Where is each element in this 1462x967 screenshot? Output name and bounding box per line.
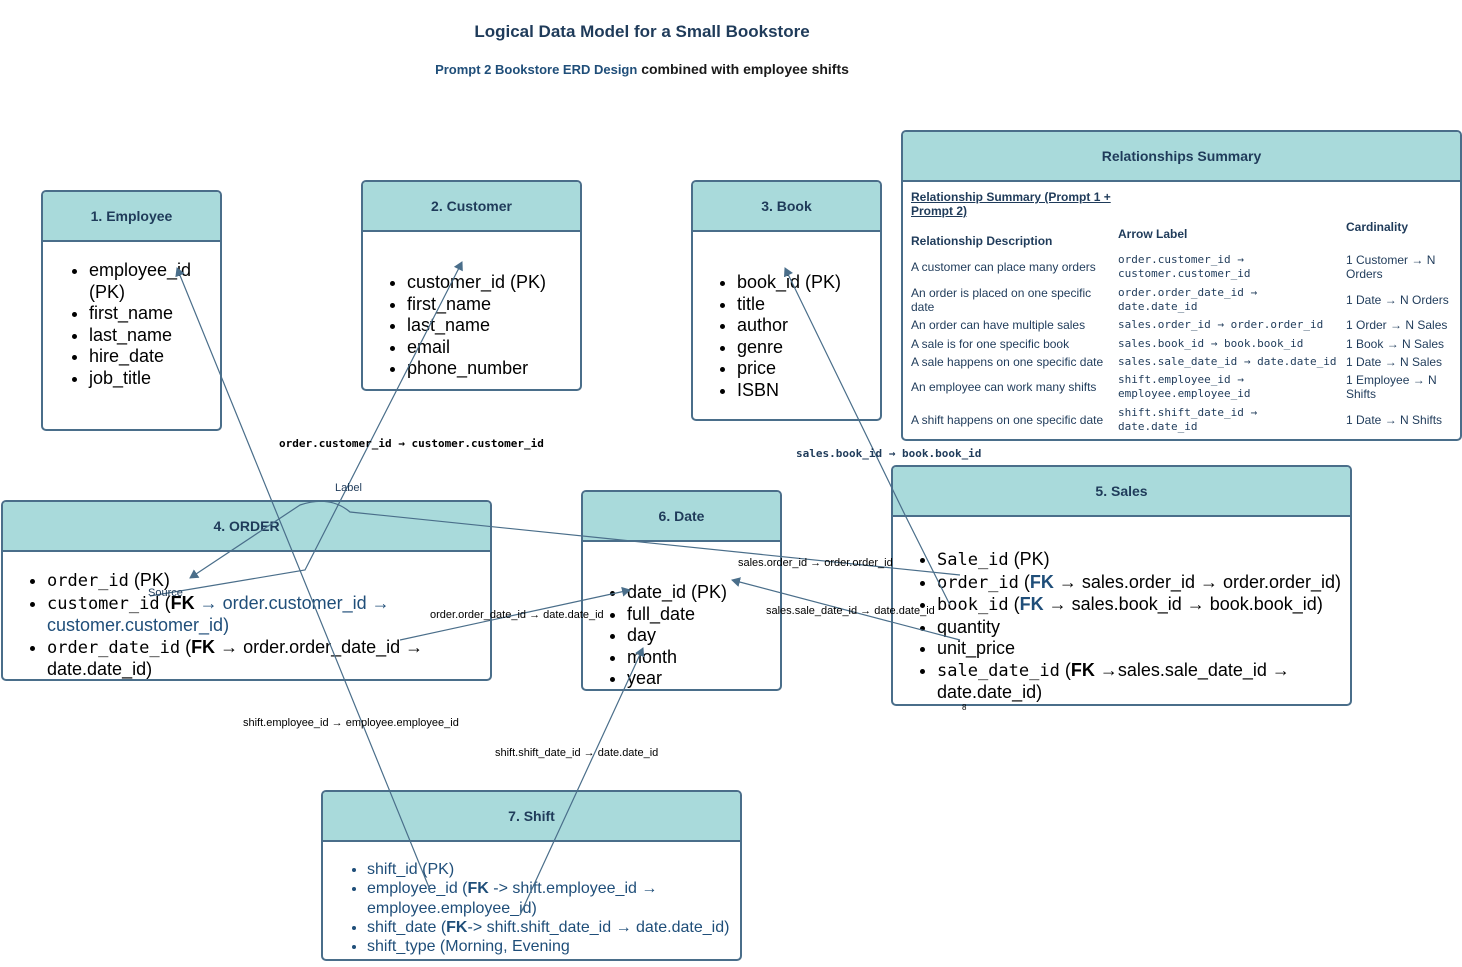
- entity-employee[interactable]: 1. Employee employee_id (PK) first_name …: [41, 190, 222, 431]
- column-header: Arrow Label: [1118, 227, 1188, 241]
- edge-label-source: Source: [148, 587, 183, 599]
- subtitle-prefix: Prompt 2 Bookstore ERD Design: [435, 62, 638, 77]
- attribute: ISBN: [737, 380, 880, 402]
- edge-sales-date: [731, 577, 961, 641]
- attribute: title: [737, 294, 880, 316]
- attribute: book_id (PK): [737, 272, 880, 294]
- attribute: unit_price: [937, 638, 1350, 660]
- attribute: shift_type (Morning, Evening: [367, 937, 740, 956]
- attribute: shift_id (PK): [367, 860, 740, 879]
- attribute: day: [627, 625, 780, 647]
- attribute: full_date: [627, 604, 780, 626]
- attribute: first_name: [89, 303, 220, 325]
- edge-label-shift-date: shift.shift_date_id → date.date_id: [495, 747, 659, 759]
- entity-date[interactable]: 6. Date date_id (PK) full_date day month…: [581, 490, 782, 691]
- rel-desc: A sale is for one specific book: [911, 337, 1070, 351]
- attribute: sale_date_id (FK →sales.sale_date_id → d…: [937, 660, 1350, 704]
- rel-card: 1 Book → N Sales: [1346, 337, 1445, 351]
- attribute: customer_id (FK → order.customer_id → cu…: [47, 593, 490, 637]
- rel-card: 1 Date → N Orders: [1346, 293, 1449, 307]
- attribute: phone_number: [407, 358, 580, 380]
- attribute: customer_id (PK): [407, 272, 580, 294]
- entity-title: 6. Date: [583, 492, 780, 542]
- attribute: date_id (PK): [627, 582, 780, 604]
- relationships-summary-panel[interactable]: Relationships Summary Relationship Summa…: [901, 130, 1462, 441]
- rel-desc: An employee can work many shifts: [911, 380, 1097, 394]
- edge-shift-employee: [175, 267, 431, 891]
- attribute: shift_date (FK-> shift.shift_date_id → d…: [367, 918, 740, 937]
- rel-label: sales.order_id → order.order_id: [1118, 318, 1324, 331]
- attribute: last_name: [89, 325, 220, 347]
- rel-label: sales.book_id → book.book_id: [1118, 337, 1304, 350]
- attribute: order_date_id (FK → order.order_date_id …: [47, 637, 490, 680]
- attribute: quantity: [937, 617, 1350, 639]
- attribute: email: [407, 337, 580, 359]
- edge-label-shift-employee: shift.employee_id → employee.employee_id: [243, 717, 459, 729]
- attribute: first_name: [407, 294, 580, 316]
- column-header: Relationship Description: [911, 234, 1053, 248]
- entity-book[interactable]: 3. Book book_id (PK) title author genre …: [691, 180, 882, 421]
- rel-desc: A customer can place many orders: [911, 260, 1096, 274]
- edge-shift-date: [519, 647, 645, 916]
- rel-label: shift.shift_date_id → date.date_id: [1118, 406, 1258, 433]
- entity-title: 7. Shift: [323, 792, 740, 842]
- attribute: book_id (FK → sales.book_id → book.book_…: [937, 594, 1350, 617]
- subtitle-suffix: combined with employee shifts: [637, 61, 849, 77]
- entity-title: 2. Customer: [363, 182, 580, 232]
- panel-title: Relationships Summary: [903, 132, 1460, 182]
- edge-label-sales-date: sales.sale_date_id → date.date_id: [766, 605, 935, 617]
- edge-label-placeholder: Label: [335, 482, 362, 494]
- attribute: employee_id (PK): [89, 260, 220, 303]
- rel-desc: A sale happens on one specific date: [911, 355, 1104, 369]
- attribute: employee_id (FK -> shift.employee_id → e…: [367, 879, 740, 918]
- edge-sales-book: [783, 267, 951, 606]
- entity-customer[interactable]: 2. Customer customer_id (PK) first_name …: [361, 180, 582, 391]
- edge-label-order-date: order.order_date_id → date.date_id: [430, 609, 604, 621]
- edge-order-customer: [149, 261, 463, 597]
- rel-label: sales.sale_date_id → date.date_id: [1118, 355, 1337, 368]
- rel-card: 1 Order → N Sales: [1346, 318, 1448, 332]
- rel-card: 1 Customer → N Orders: [1346, 253, 1436, 281]
- entity-shift[interactable]: 7. Shift shift_id (PK) employee_id (FK -…: [321, 790, 742, 961]
- stray-mark: 8: [962, 703, 967, 712]
- attribute: genre: [737, 337, 880, 359]
- rel-label: order.customer_id → customer.customer_id: [1118, 253, 1251, 280]
- entity-order[interactable]: 4. ORDER order_id (PK) customer_id (FK →…: [1, 500, 492, 681]
- diagram-title: Logical Data Model for a Small Bookstore: [474, 22, 810, 41]
- diagram-subtitle: Prompt 2 Bookstore ERD Design combined w…: [430, 60, 854, 79]
- rel-label: order.order_date_id → date.date_id: [1118, 286, 1258, 313]
- edge-label-sales-book: sales.book_id → book.book_id: [796, 447, 982, 460]
- rel-desc: An order is placed on one specific date: [911, 286, 1092, 314]
- attribute: author: [737, 315, 880, 337]
- edge-order-date: [399, 586, 631, 641]
- attribute: year: [627, 668, 780, 689]
- attribute: job_title: [89, 368, 220, 390]
- edge-label-sales-order: sales.order_id → order.order_id: [738, 557, 893, 569]
- entity-title: 5. Sales: [893, 467, 1350, 517]
- entity-title: 1. Employee: [43, 192, 220, 242]
- rel-desc: A shift happens on one specific date: [911, 413, 1104, 427]
- edge-label-order-customer: order.customer_id → customer.customer_id: [279, 437, 544, 450]
- attribute: order_id (PK): [47, 570, 490, 593]
- rel-card: 1 Employee → N Shifts: [1346, 373, 1437, 401]
- edge-sales-order: [189, 500, 961, 579]
- attribute: hire_date: [89, 346, 220, 368]
- rel-label: shift.employee_id → employee.employee_id: [1118, 373, 1251, 400]
- rel-card: 1 Date → N Shifts: [1346, 413, 1443, 427]
- rel-card: 1 Date → N Sales: [1346, 355, 1443, 369]
- entity-title: 3. Book: [693, 182, 880, 232]
- entity-title: 4. ORDER: [3, 502, 490, 552]
- summary-heading: Relationship Summary (Prompt 1 + Prompt …: [911, 190, 1111, 218]
- column-header: Cardinality: [1346, 220, 1409, 234]
- rel-desc: An order can have multiple sales: [911, 318, 1086, 332]
- attribute: price: [737, 358, 880, 380]
- attribute: order_id (FK → sales.order_id → order.or…: [937, 572, 1350, 595]
- entity-sales[interactable]: 5. Sales Sale_id (PK) order_id (FK → sal…: [891, 465, 1352, 706]
- attribute: Sale_id (PK): [937, 549, 1350, 572]
